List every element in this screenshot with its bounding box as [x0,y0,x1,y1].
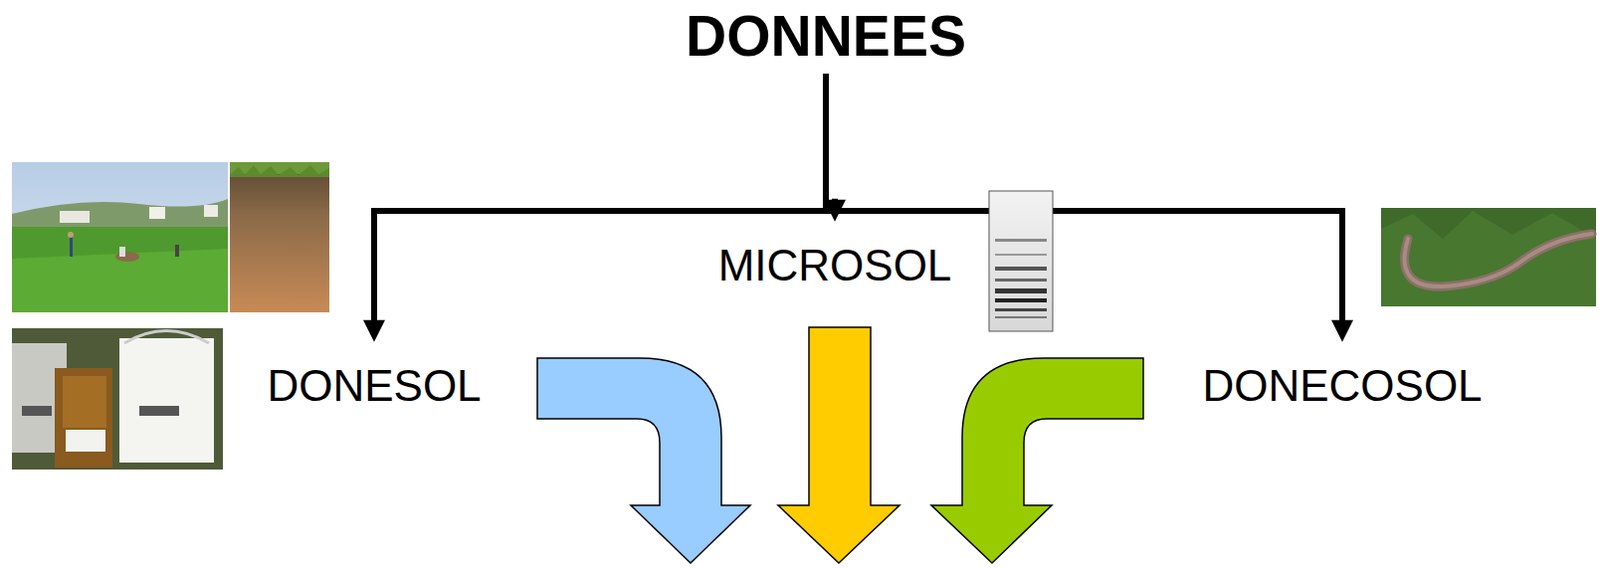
blue-curved-arrow [537,358,751,564]
root-label: DONNEES [679,0,973,78]
node-text: DONECOSOL [1201,362,1482,410]
category-label: DONECOSOL [1196,342,1488,414]
yellow-straight-arrow [778,327,900,564]
sample-bags-photo [11,328,223,470]
gel-image [989,191,1053,332]
green-curved-arrow [931,358,1144,564]
soil-profile-photo [229,162,330,313]
tree-connector [363,76,826,342]
node-text: DONESOL [266,362,481,410]
tree-connector [825,76,1354,342]
category-label: DONESOL [260,342,487,414]
field-photo [11,162,228,313]
category-label: MICROSOL [712,221,959,294]
node-text: DONNEES [685,4,967,68]
earthworm-photo [1381,207,1597,307]
node-text: MICROSOL [718,241,953,290]
